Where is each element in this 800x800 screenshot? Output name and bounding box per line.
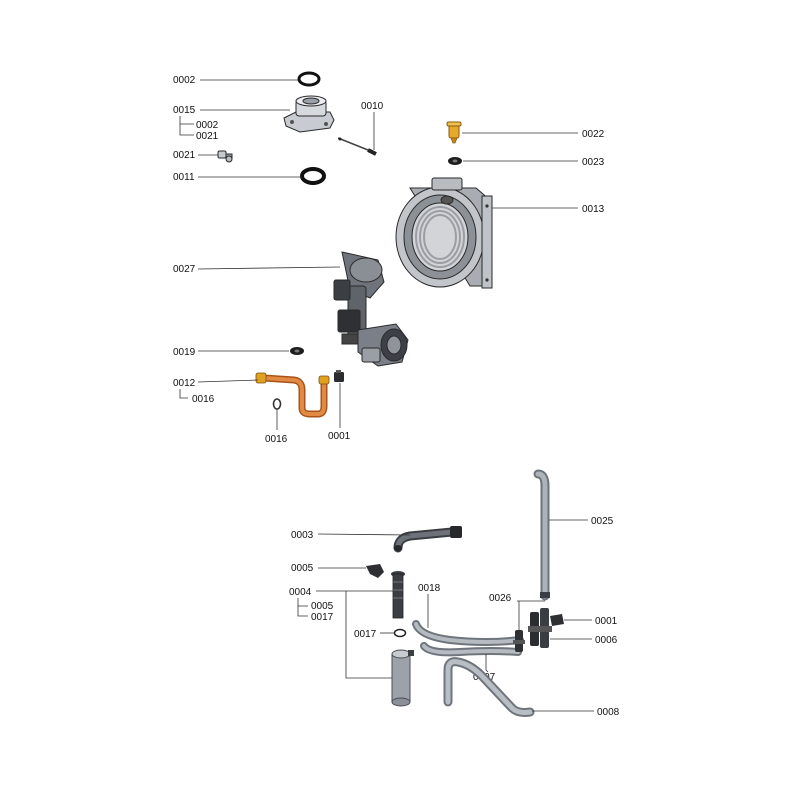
part-washer-0023	[448, 157, 462, 165]
label-0001-upper: 0001	[328, 431, 351, 442]
part-manifold-0006	[528, 608, 552, 648]
label-0017: 0017	[354, 629, 377, 640]
label-0015: 0015	[173, 105, 196, 116]
label-0023: 0023	[582, 157, 605, 168]
label-0004: 0004	[289, 587, 312, 598]
label-0021: 0021	[173, 150, 196, 161]
label-0016: 0016	[265, 434, 288, 445]
part-hose-0018	[412, 620, 524, 646]
label-0025: 0025	[591, 516, 614, 527]
part-drain-pipe-0008	[443, 657, 535, 717]
label-0012: 0012	[173, 378, 196, 389]
label-0005: 0005	[291, 563, 314, 574]
leader-0003	[317, 533, 411, 536]
label-0010: 0010	[361, 101, 384, 112]
label-0019: 0019	[173, 347, 196, 358]
leader-0012	[179, 379, 259, 399]
leader-0004	[297, 590, 393, 679]
part-clip-0001-upper	[334, 370, 344, 382]
label-0003: 0003	[291, 530, 314, 541]
part-siphon-body-0004	[391, 649, 414, 707]
part-o-ring-0002	[297, 71, 321, 87]
part-pipe-0025	[533, 469, 550, 601]
part-screw-0021	[217, 150, 233, 163]
part-pipe-0003	[393, 526, 462, 553]
part-seal-0016	[272, 398, 282, 410]
leader-0027	[197, 266, 341, 270]
label-0001-lower: 0001	[595, 616, 618, 627]
label-0011: 0011	[173, 172, 195, 183]
part-washer-0019	[290, 347, 304, 355]
label-0004-sub-0005: 0005	[311, 601, 334, 612]
part-gas-valve-fan-0027	[333, 251, 409, 367]
part-heat-exchanger-0013	[395, 177, 493, 289]
label-0018: 0018	[418, 583, 441, 594]
part-burner-head-0015	[283, 95, 335, 133]
label-0004-sub-0017: 0017	[311, 612, 334, 623]
part-electrode-0010	[337, 137, 377, 156]
part-o-ring-0017	[393, 628, 407, 638]
label-0026: 0026	[489, 593, 512, 604]
leader-0015	[179, 109, 290, 136]
label-0008: 0008	[597, 707, 620, 718]
leader-0007	[485, 654, 489, 673]
label-0015-sub-0002: 0002	[196, 120, 219, 131]
label-0027: 0027	[173, 264, 196, 275]
part-connector-0026	[513, 630, 525, 652]
label-0006: 0006	[595, 635, 618, 646]
label-0002: 0002	[173, 75, 196, 86]
label-0012-sub-0016: 0016	[192, 394, 215, 405]
part-clip-0005	[366, 564, 384, 578]
part-copper-pipe-0012	[255, 372, 330, 418]
part-gasket-0011	[300, 167, 326, 185]
part-nozzle-0022	[446, 121, 462, 144]
part-hose-0007	[420, 642, 522, 657]
part-clip-0001-lower	[550, 614, 564, 626]
part-siphon-insert-0004	[391, 571, 405, 619]
label-0022: 0022	[582, 129, 605, 140]
leader-0026	[517, 600, 545, 630]
label-0013: 0013	[582, 204, 605, 215]
label-0015-sub-0021: 0021	[196, 131, 219, 142]
